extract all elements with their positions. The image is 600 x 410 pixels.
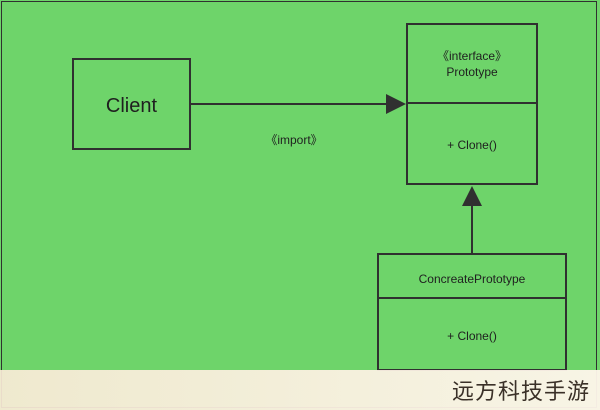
prototype-interface[interactable]: 《interface》 Prototype + Clone() bbox=[406, 23, 538, 185]
prototype-name: Prototype bbox=[446, 65, 498, 79]
concrete-method: + Clone() bbox=[447, 329, 497, 343]
watermark-band bbox=[0, 370, 600, 410]
concrete-box bbox=[377, 253, 567, 371]
client-class-label: Client bbox=[106, 95, 158, 117]
concrete-name: ConcreatePrototype bbox=[419, 272, 526, 286]
association-label: 《import》 bbox=[265, 133, 322, 147]
concrete-prototype-class[interactable]: ConcreatePrototype + Clone() bbox=[377, 253, 567, 371]
client-class-box bbox=[72, 58, 191, 150]
client-class[interactable]: Client bbox=[72, 58, 191, 150]
prototype-method: + Clone() bbox=[447, 138, 497, 152]
prototype-stereotype: 《interface》 bbox=[437, 49, 507, 63]
watermark-brand: 远方科技手游 bbox=[451, 380, 590, 405]
